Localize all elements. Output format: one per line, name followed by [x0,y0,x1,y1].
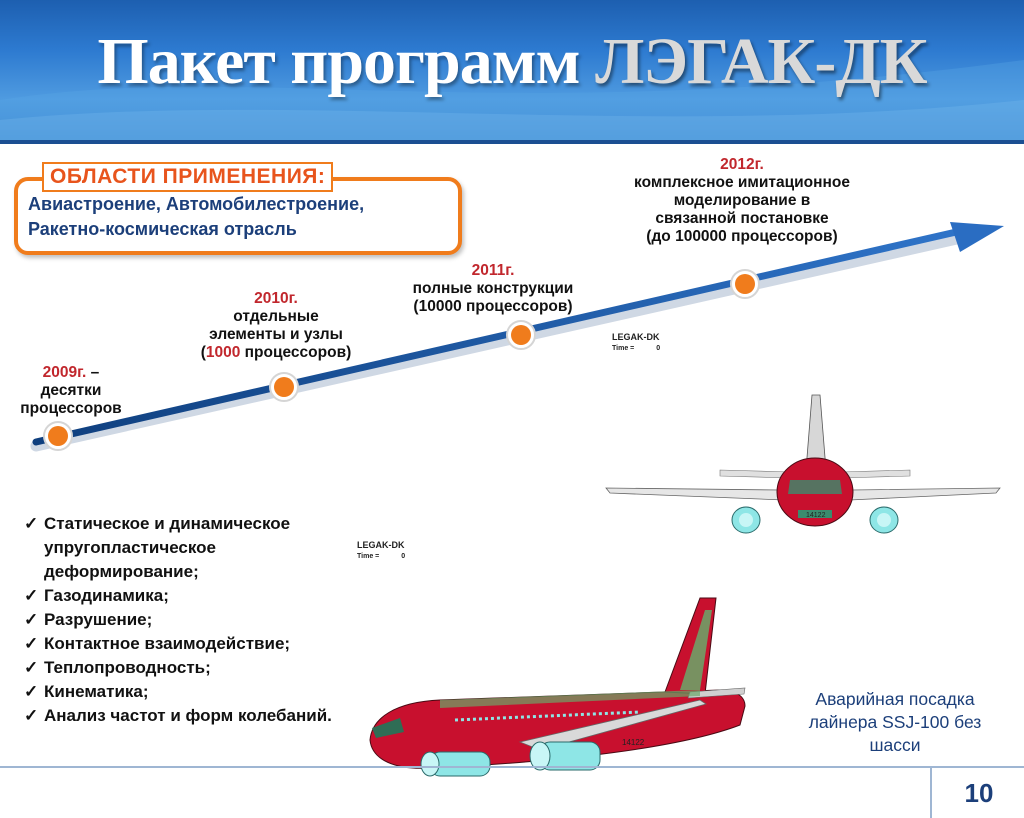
check-icon: ✓ [24,682,39,701]
milestone-2012-line2: моделирование в [673,192,811,209]
list-item: ✓Контактное взаимодействие; [22,632,352,656]
milestone-2012-year: 2012г. [720,156,764,173]
check-icon: ✓ [24,610,39,629]
milestone-2010-line2: элементы и узлы [209,326,343,343]
sim1-label: LEGAK-DK Time = 0 [612,332,660,354]
milestone-2012-line3: связанной постановке [655,210,829,227]
timeline-point-2011 [506,320,536,350]
sim2-model-id: 14122 [622,738,645,747]
caption: Аварийная посадка лайнера SSJ-100 без ша… [808,689,982,755]
check-icon: ✓ [24,514,39,533]
milestone-2011-line1: полные конструкции [412,280,574,297]
engine-side-2 [420,751,491,777]
milestone-2011-line2: (10000 процессоров) [413,298,573,315]
list-item: ✓Анализ частот и форм колебаний. [22,704,352,728]
engine-right-front [869,506,899,534]
milestone-2012-line1: комплексное имитационное [634,174,850,191]
sim1-model-id: 14122 [806,512,826,519]
sim2-label: LEGAK-DK Time = 0 [357,540,405,562]
header-banner [0,0,1024,142]
capabilities-list: ✓Статическое и динамическое упругопласти… [22,512,352,728]
timeline-point-2010 [269,372,299,402]
page-number-box: 10 [930,768,1024,818]
areas-line-2: Ракетно-космическая отрасль [28,219,297,239]
timeline-point-2009 [43,421,73,451]
check-icon: ✓ [24,634,39,653]
sim2-time-label: Time = [357,553,380,560]
engine-left-front [731,506,761,534]
milestone-2010-line1: отдельные [233,308,319,325]
sim1-time-label: Time = [612,345,635,352]
milestone-2012: 2012г. комплексное имитационное моделиро… [610,156,874,246]
header-divider [0,140,1024,144]
sim1-name: LEGAK-DK [612,332,660,342]
list-item: ✓Кинематика; [22,680,352,704]
milestone-2012-line4: (до 100000 процессоров) [646,228,838,245]
milestone-2010-year: 2010г. [254,290,298,307]
check-icon: ✓ [24,586,39,605]
list-item: ✓Теплопроводность; [22,656,352,680]
milestone-2010-paren-open: ( [200,344,206,361]
milestone-2009-line2: процессоров [20,400,122,417]
header-wave-decoration [0,60,1024,142]
sim2-time-value: 0 [401,553,406,560]
milestone-2011-year: 2011г. [471,262,515,279]
footer-divider [0,766,1024,768]
list-item: ✓Разрушение; [22,608,352,632]
title-part2: ЛЭГАК-ДК [595,25,928,98]
milestone-2009: 2009г. – десятки процессоров [6,364,136,418]
engine-side-1 [529,741,601,771]
timeline-point-2012 [730,269,760,299]
milestone-2009-line1: десятки [40,382,102,399]
milestone-2010: 2010г. отдельные элементы и узлы (1000 п… [176,290,376,362]
milestone-2010-paren-rest: процессоров) [240,344,352,361]
page-title: Пакет программ ЛЭГАК-ДК [0,24,1024,100]
application-areas-heading: ОБЛАСТИ ПРИМЕНЕНИЯ: [42,162,334,192]
check-icon: ✓ [24,706,39,725]
sim1-time-value: 0 [656,345,661,352]
window-row [454,710,641,722]
aircraft-front-view: 14122 [605,394,1001,534]
sim2-name: LEGAK-DK [357,540,405,550]
application-areas-text: Авиастроение, Автомобилестроение, Ракетн… [28,192,458,242]
milestone-2011: 2011г. полные конструкции (10000 процесс… [388,262,598,316]
list-item: ✓Статическое и динамическое упругопласти… [24,514,291,581]
aircraft-side-view: 14122 [345,597,775,818]
areas-line-1: Авиастроение, Автомобилестроение, [28,194,365,214]
milestone-2010-count: 1000 [205,344,241,361]
milestone-2009-dash: – [86,364,100,381]
title-part1: Пакет программ [97,25,580,98]
check-icon: ✓ [24,658,39,677]
milestone-2009-year: 2009г. [42,364,87,381]
page-number: 10 [964,778,994,808]
list-item: ✓Газодинамика; [22,584,352,608]
